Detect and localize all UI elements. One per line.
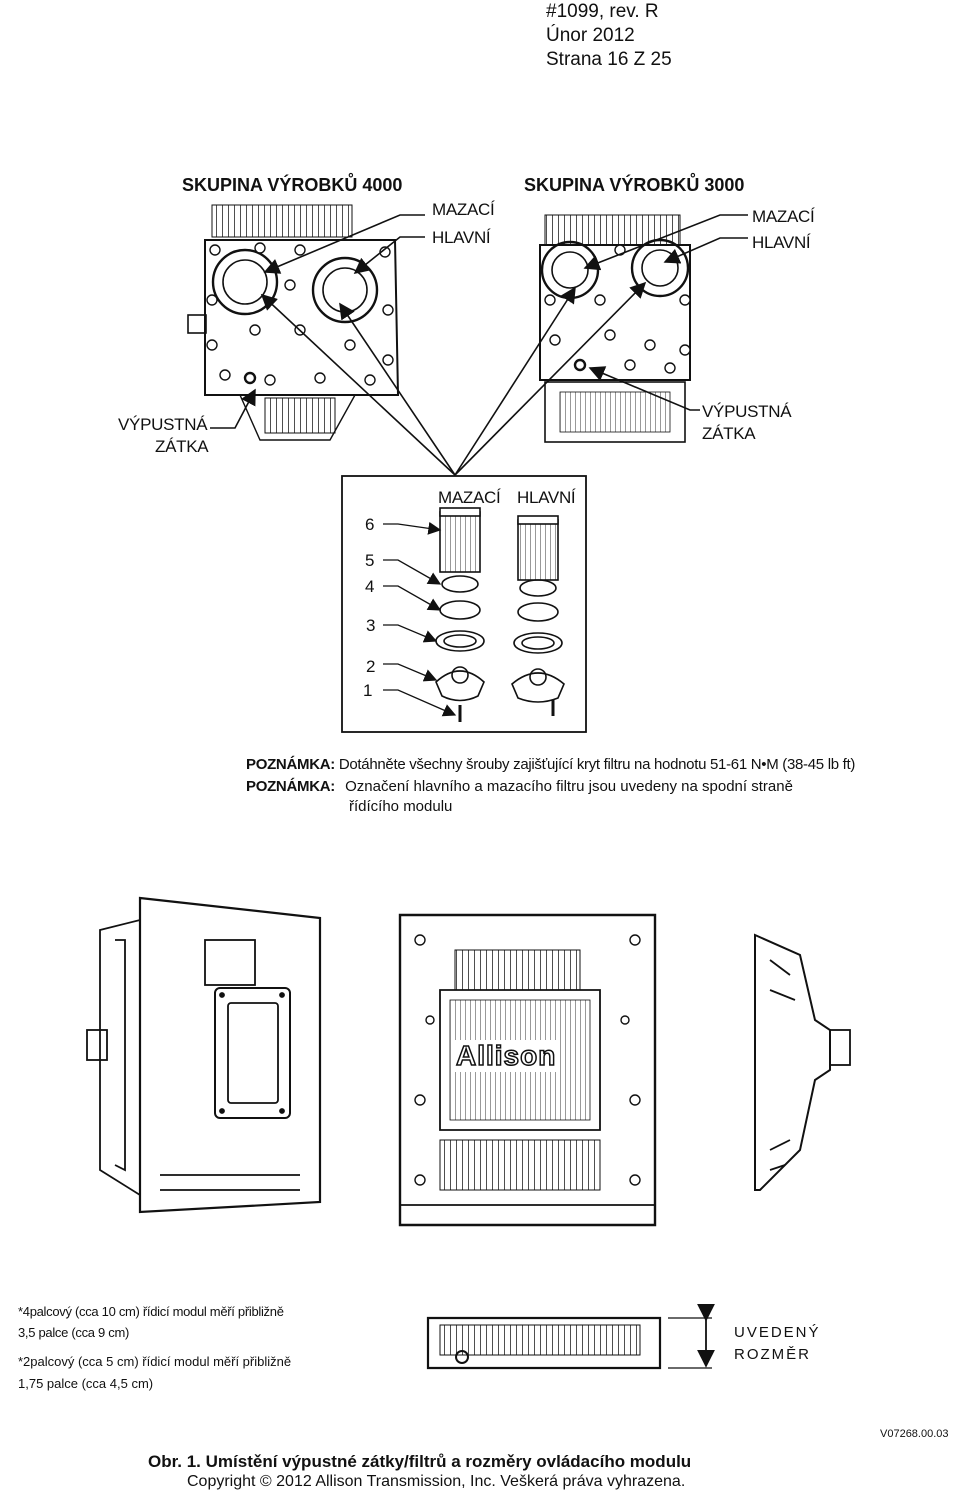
document-header: #1099, rev. R Únor 2012 Strana 16 Z 25 [546,0,672,72]
copyright: Copyright © 2012 Allison Transmission, I… [187,1473,686,1490]
drain-plug-label-3000-line2: ZÁTKA [702,424,756,443]
group-4000-title: SKUPINA VÝROBKŮ 4000 [182,175,403,195]
label-hlavni-3000: HLAVNÍ [752,233,811,252]
document-date: Únor 2012 [546,25,635,46]
footnote-2inch-line1: *2palcový (cca 5 cm) řídicí modul měří p… [18,1354,292,1369]
footnote-2inch-line2: 1,75 palce (cca 4,5 cm) [18,1376,154,1391]
drain-plug-label-4000-line1: VÝPUSTNÁ [118,415,208,434]
drain-plug-label-3000-line1: VÝPUSTNÁ [702,402,792,421]
note-label: POZNÁMKA: [246,778,335,795]
transmission-4000-drawing [187,204,400,441]
note-torque: POZNÁMKA: Dotáhněte všechny šrouby zajiš… [246,756,855,773]
transmission-3000-drawing [539,214,691,443]
group-3000-title: SKUPINA VÝROBKŮ 3000 [524,175,745,195]
figure-code: V07268.00.03 [880,1428,949,1440]
note-filter-marking-cont: řídícího modulu [349,798,453,815]
note-text: Dotáhněte všechny šrouby zajišťující kry… [338,756,856,773]
part-number-6: 6 [365,515,375,534]
transmission-side-view-left [86,896,322,1214]
label-hlavni-4000: HLAVNÍ [432,228,491,247]
filter-label-hlavni: HLAVNÍ [517,488,576,507]
dimension-label: UVEDENÝ ROZMĚR [734,1322,821,1366]
part-number-3: 3 [366,616,376,635]
label-mazaci-3000: MAZACÍ [752,207,815,226]
control-module-drawing [426,1303,715,1370]
part-number-5: 5 [365,551,375,570]
part-number-4: 4 [365,577,375,596]
transmission-side-view-right [754,933,851,1191]
note-text: Označení hlavního a mazacího filtru jsou… [345,778,793,795]
dimension-label-line1: UVEDENÝ [734,1324,821,1341]
part-number-2: 2 [366,657,376,676]
note-filter-marking: POZNÁMKA: Označení hlavního a mazacího f… [246,778,793,795]
dimension-label-line2: ROZMĚR [734,1346,811,1363]
page-number: Strana 16 Z 25 [546,49,672,70]
document-number: #1099, rev. R [546,1,659,22]
filter-exploded-view [341,475,587,733]
drain-plug-label-4000-line2: ZÁTKA [155,437,209,456]
part-number-1: 1 [363,681,373,700]
note-label: POZNÁMKA: [246,756,335,773]
label-mazaci-4000: MAZACÍ [432,200,495,219]
footnote-4inch-line2: 3,5 palce (cca 9 cm) [18,1325,130,1340]
figure-caption: Obr. 1. Umístění výpustné zátky/filtrů a… [148,1452,692,1471]
allison-logo: Allison [452,1039,561,1072]
leader-lines-top [210,214,748,476]
footnote-4inch-line1: *4palcový (cca 10 cm) řídicí modul měří … [18,1304,284,1319]
filter-label-mazaci: MAZACÍ [438,488,501,507]
